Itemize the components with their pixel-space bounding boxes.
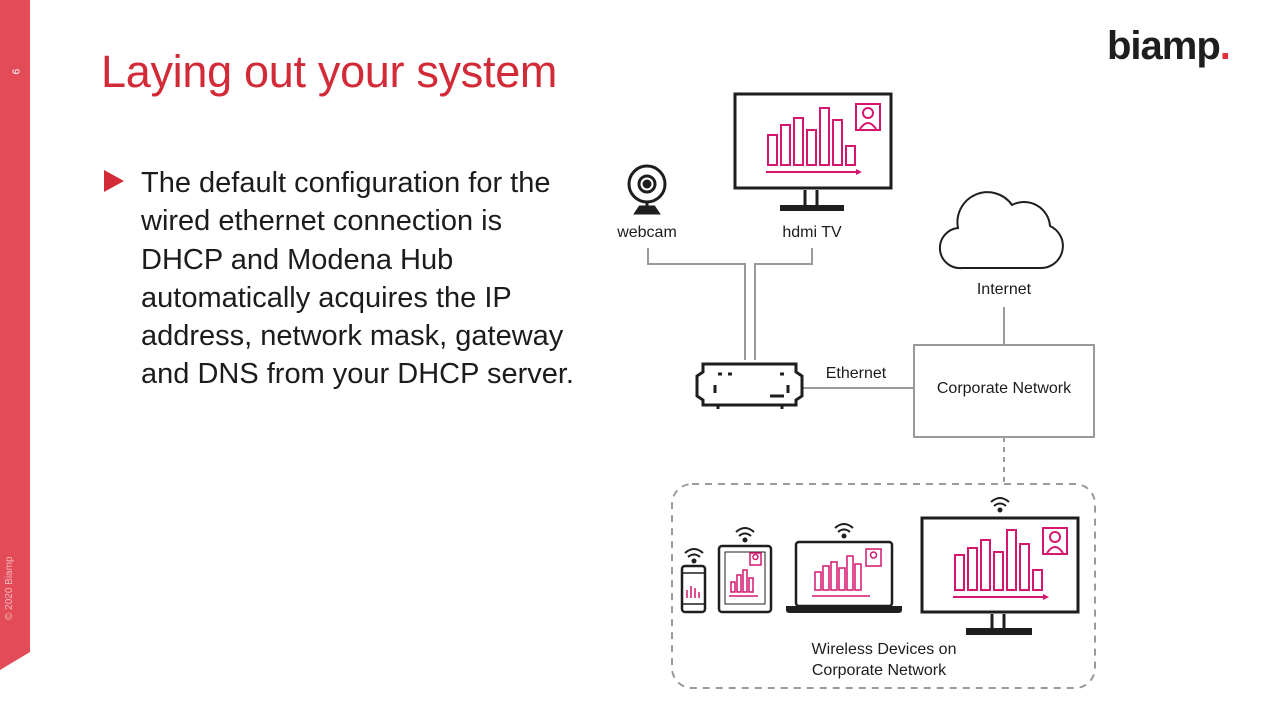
- wireless-devices-group: [671, 483, 1096, 689]
- wifi-icon: [834, 523, 854, 539]
- copyright-text: © 2020 Biamp: [4, 556, 15, 620]
- logo-text: biamp: [1107, 24, 1221, 68]
- network-diagram: webcam hdmi TV Internet: [616, 92, 1096, 689]
- modena-hub-icon: [695, 362, 804, 409]
- ethernet-label: Ethernet: [826, 365, 887, 382]
- side-bar-shape: [0, 0, 30, 670]
- wireless-devices-label-line1: Wireless Devices on: [812, 641, 957, 658]
- large-display-icon: [920, 516, 1080, 635]
- connector-lines: [647, 248, 1005, 482]
- laptop-icon: [786, 540, 902, 613]
- corporate-network-label: Corporate Network: [937, 380, 1072, 397]
- biamp-logo: biamp.: [1107, 24, 1231, 69]
- wifi-icon: [735, 527, 755, 543]
- tablet-icon: [717, 544, 773, 614]
- wifi-icon: [684, 548, 704, 564]
- webcam-label: webcam: [616, 224, 677, 241]
- wifi-icon: [990, 497, 1010, 513]
- internet-label: Internet: [977, 281, 1032, 298]
- wireless-devices-label-line2: Corporate Network: [812, 662, 947, 679]
- side-bar: 9 © 2020 Biamp: [0, 0, 30, 720]
- page-number: 9: [9, 68, 21, 75]
- bullet-arrow-icon: [104, 170, 124, 192]
- hdmi-tv-icon: [733, 92, 893, 211]
- slide-title: Laying out your system: [101, 46, 558, 97]
- cloud-icon: [938, 191, 1064, 270]
- logo-dot: .: [1219, 24, 1231, 68]
- smartphone-icon: [680, 564, 707, 614]
- webcam-icon: [627, 164, 667, 215]
- corporate-network-box: [913, 344, 1095, 438]
- hdmi-tv-label: hdmi TV: [782, 224, 842, 241]
- bullet-text: The default configuration for the wired …: [141, 167, 574, 391]
